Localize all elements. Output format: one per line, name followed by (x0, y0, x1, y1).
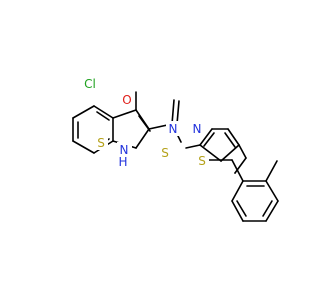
atom-label-cl: Cl (84, 77, 96, 91)
atom-labels: Cl O S N H N N S S (80, 76, 209, 169)
bond (199, 144, 222, 162)
atom-label-s-thiadiazole: S (161, 146, 169, 160)
bond (231, 159, 244, 182)
bond (220, 144, 240, 162)
bond (72, 105, 95, 119)
bond (96, 111, 110, 121)
bond (262, 200, 273, 217)
atom-label-h-amide: H (118, 155, 127, 169)
atom-label-s-thiophene: S (97, 136, 105, 150)
bond (224, 132, 236, 148)
atom-label-s-thioether: S (198, 154, 206, 168)
bond (236, 200, 247, 217)
bond (171, 99, 175, 125)
bond (93, 105, 114, 119)
bond (203, 132, 215, 147)
molecule-structure: Cl O S N H N N S S (72, 76, 279, 222)
atom-label-n-ring-top: N (169, 122, 178, 136)
atom-label-n-ring-right: N (193, 122, 202, 136)
bond (231, 180, 244, 202)
bond (265, 180, 279, 202)
bond (231, 200, 244, 222)
bond (199, 128, 213, 146)
bond (135, 128, 150, 149)
atom-label-n-amide: N (120, 143, 129, 157)
bond (265, 200, 279, 222)
bond (265, 160, 278, 182)
bond (238, 144, 247, 159)
bond (227, 128, 240, 146)
bond (176, 100, 180, 125)
bond (112, 109, 137, 119)
bond (138, 115, 151, 132)
atom-label-o: O (122, 93, 131, 107)
bond (72, 140, 95, 154)
bond (185, 144, 201, 149)
bond (234, 157, 247, 174)
bonds (72, 91, 279, 222)
